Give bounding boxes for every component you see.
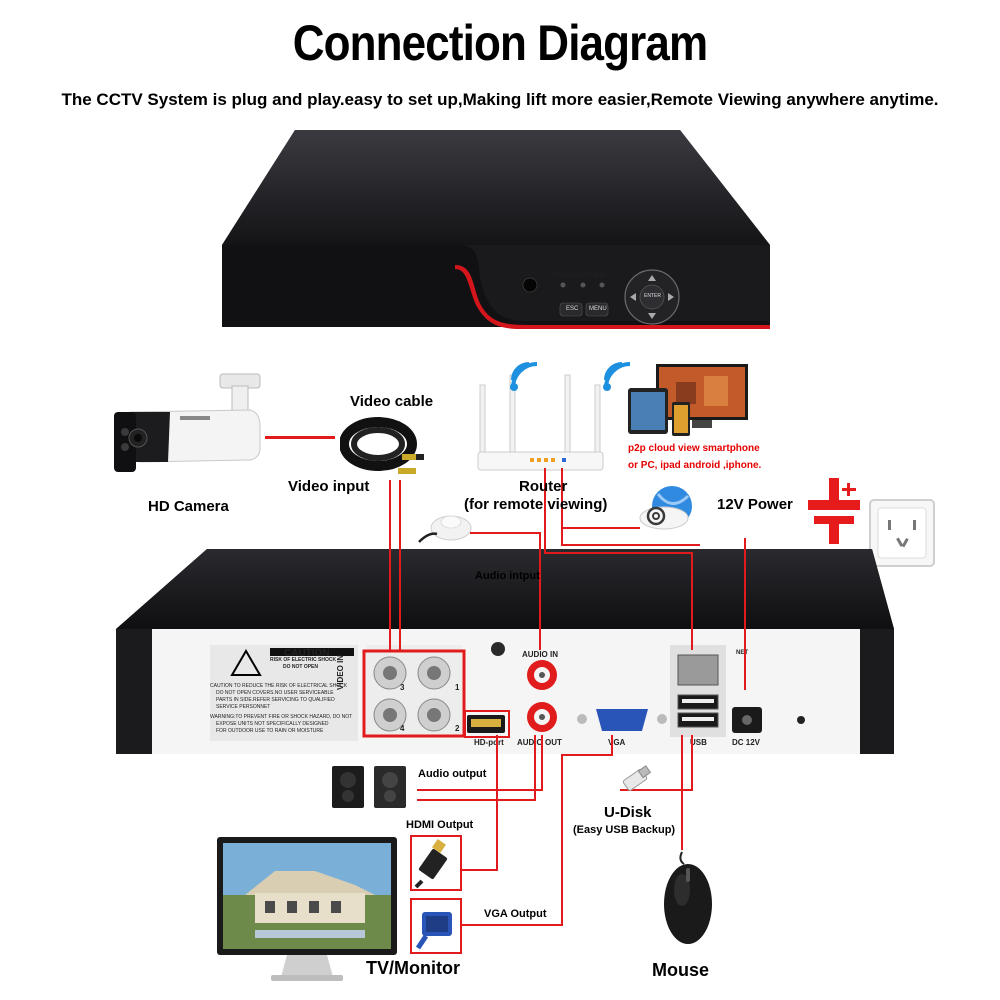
rec-indicator-label: REC: [595, 273, 608, 279]
alarm-indicator-label: ALARM: [575, 273, 596, 279]
usb-flash-drive-image: [622, 765, 652, 791]
hd-camera-label: HD Camera: [148, 498, 229, 515]
speakers-image: [332, 766, 406, 808]
bnc-number: 1: [455, 683, 460, 692]
caution-line: WARNING:TO PREVENT FIRE OR SHOCK HAZARD,…: [210, 714, 353, 720]
power-indicator-label: POWER: [553, 273, 576, 279]
audio-in-port-label: AUDIO IN: [522, 650, 558, 659]
wifi-icon: [510, 362, 538, 391]
bnc-number: 3: [400, 683, 405, 692]
dvr-front-image: [222, 130, 770, 329]
menu-button: MENU: [589, 306, 607, 312]
bnc-number: 4: [400, 724, 405, 733]
vga-cable-icon: [415, 912, 452, 950]
caution-line: PARTS IN SIDE.REFER SERVICING TO QUALIFI…: [216, 697, 335, 703]
wifi-icon: [603, 362, 631, 391]
vga-port-label: VGA: [608, 738, 626, 747]
microphone-image: [418, 515, 472, 543]
dvr-rear-panel-image: [116, 549, 894, 754]
hdmi-cable-icon: [414, 839, 448, 889]
dc-power-symbol-icon: [808, 478, 860, 544]
bnc-number: 2: [455, 724, 460, 733]
u-disk-label: U-Disk: [604, 804, 652, 821]
net-port-label: NET: [736, 650, 748, 656]
audio-output-label: Audio output: [418, 768, 487, 780]
caution-title: CAUTION: [284, 648, 330, 659]
audio-out-port-label: AUDIO OUT: [517, 738, 562, 747]
tv-monitor-label: TV/Monitor: [366, 958, 460, 978]
caution-sub1: RISK OF ELECTRIC SHOCK: [270, 657, 337, 663]
vga-output-label: VGA Output: [484, 908, 547, 920]
hdmi-port-label: HD-port: [474, 738, 504, 747]
hdmi-output-label: HDMI Output: [406, 819, 474, 831]
caution-line: CAUTION TO REDUCE THE RISK OF ELECTRICAL…: [210, 683, 348, 689]
mouse-image: [664, 851, 712, 944]
router-image: [477, 374, 604, 471]
router-label: Router: [519, 478, 568, 495]
audio-input-label: Audio intput: [475, 570, 540, 582]
caution-line: FOR OUTDOOR USE TO RAIN OR MOISTURE: [216, 728, 324, 734]
caution-line: EXPOSE UNITS NOT SPECIFICALLY DESIGNED: [216, 721, 329, 727]
video-cable-image: [340, 417, 424, 474]
hdmi-cable-box: [410, 835, 462, 891]
caution-line: DO NOT OPEN COVERS.NO USER SERVICEABLE: [216, 690, 334, 696]
page-subtitle: The CCTV System is plug and play.easy to…: [61, 90, 939, 109]
p2p-text-line1: p2p cloud view smartphone: [628, 443, 760, 454]
dc-port-label: DC 12V: [732, 738, 761, 747]
caution-sub2: DO NOT OPEN: [283, 664, 319, 670]
tv-monitor-image: [217, 837, 397, 981]
12v-power-label: 12V Power: [717, 496, 793, 513]
esc-button: ESC: [566, 306, 579, 312]
page-title: Connection Diagram: [292, 15, 708, 71]
usb-port-label: USB: [690, 738, 707, 747]
video-cable-label: Video cable: [350, 393, 434, 410]
cloud-internet-icon: [639, 486, 692, 530]
camera-to-cable-line: [265, 436, 335, 439]
p2p-text-line2: or PC, ipad android ,iphone.: [628, 460, 762, 471]
remote-devices-image: [628, 364, 748, 436]
video-input-label: Video input: [288, 478, 370, 495]
u-disk-sub-label: (Easy USB Backup): [573, 824, 676, 836]
vga-cable-box: [410, 898, 462, 954]
caution-line: SERVICE PERSONNET: [216, 704, 271, 710]
router-sub-label: (for remote viewing): [464, 496, 608, 513]
mouse-label: Mouse: [652, 960, 710, 980]
wall-socket-image: [869, 499, 935, 567]
enter-button: ENTER: [644, 293, 661, 299]
bullet-camera-image: [114, 373, 261, 472]
